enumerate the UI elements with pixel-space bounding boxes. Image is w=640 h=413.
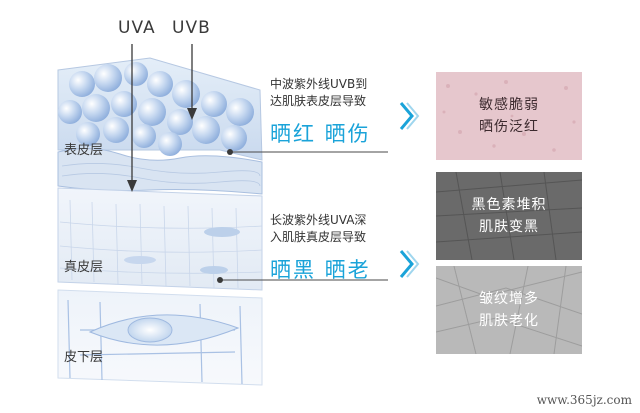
uva-arrow xyxy=(127,44,137,192)
uva-description-line2: 入肌肤真皮层导致 xyxy=(270,230,367,244)
uva-label: UVA xyxy=(118,18,156,38)
epidermis-bubbles xyxy=(58,62,254,156)
dark-skin-texture xyxy=(436,172,582,260)
uvb-effect: 晒红 晒伤 xyxy=(270,122,371,146)
wrinkled-skin-texture xyxy=(436,266,582,354)
uva-pointer xyxy=(217,277,388,283)
uvb-description-line2: 达肌肤表皮层导致 xyxy=(270,94,367,108)
uvb-label: UVB xyxy=(172,18,211,38)
panel-1-line2: 晒伤泛红 xyxy=(479,119,539,135)
uvb-arrow xyxy=(187,44,197,120)
chevron-right-icon xyxy=(399,102,420,130)
uva-description-line1: 长波紫外线UVA深 xyxy=(270,213,367,227)
panel-3-line2: 肌肤老化 xyxy=(479,313,539,329)
uvb-description: 中波紫外线UVB到 达肌肤表皮层导致 xyxy=(270,76,367,110)
dermis-label: 真皮层 xyxy=(64,260,104,275)
uva-description: 长波紫外线UVA深 入肌肤真皮层导致 xyxy=(270,212,366,246)
sunburn-skin-panel: 敏感脆弱 晒伤泛红 xyxy=(436,72,582,160)
uvb-description-line1: 中波紫外线UVB到 xyxy=(270,77,368,91)
aged-skin-panel: 皱纹增多 肌肤老化 xyxy=(436,266,582,354)
uvb-pointer xyxy=(227,149,388,155)
panel-1-line1: 敏感脆弱 xyxy=(479,97,539,113)
dermis-fibers xyxy=(59,199,263,289)
panel-2-line2: 肌肤变黑 xyxy=(479,219,539,235)
epidermis-label: 表皮层 xyxy=(64,143,104,158)
tanned-skin-panel: 黑色素堆积 肌肤变黑 xyxy=(436,172,582,260)
panel-3-line1: 皱纹增多 xyxy=(479,291,539,307)
chevron-right-icon xyxy=(399,250,420,278)
panel-2-line1: 黑色素堆积 xyxy=(471,197,547,213)
red-skin-texture xyxy=(436,72,582,160)
site-watermark: www.365jz.com xyxy=(536,393,632,407)
uva-effect: 晒黑 晒老 xyxy=(270,258,371,282)
subcutis-label: 皮下层 xyxy=(64,350,104,365)
